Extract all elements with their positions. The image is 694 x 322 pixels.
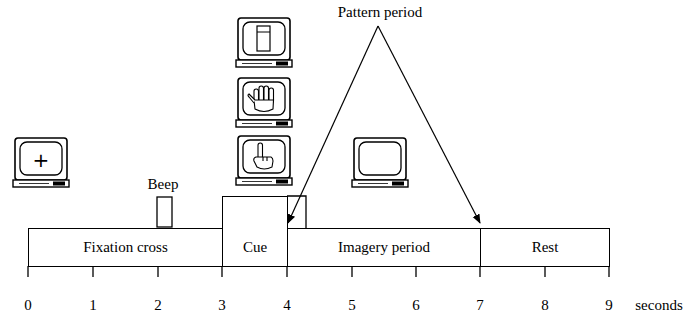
pattern-arrow [378,26,480,223]
monitor-icon [13,138,69,187]
axis-label: 9 [605,297,613,314]
monitor-icon [236,136,292,185]
axis-tick [351,266,352,277]
axis-tick [157,266,158,277]
axis-label: 4 [283,297,291,314]
axis-tick [286,266,287,277]
axis-label: 5 [348,297,356,314]
axis-tick [221,266,222,277]
timeline-segment: Fixation cross [28,228,223,267]
axis-label: seconds [635,297,683,314]
axis-label: 7 [476,297,484,314]
segment-label: Cue [243,239,267,256]
timeline-segment: Imagery period [287,228,481,267]
axis-tick [92,266,93,277]
timeline-segment: Cue [222,196,288,267]
axis-tick [27,266,28,277]
axis-tick [479,266,480,277]
monitor-icon [352,138,408,187]
axis-label: 3 [218,297,226,314]
event-label: Beep [148,176,179,193]
axis-label: 1 [89,297,97,314]
segment-label: Rest [532,239,559,256]
illustration [13,18,609,277]
axis-label: 8 [541,297,549,314]
fixation-symbol: + [33,149,50,171]
beep-marker [157,197,172,227]
timeline-segment: Rest [480,228,610,267]
pattern-arrow [288,26,378,223]
segment-label: Fixation cross [83,239,168,256]
cue-extension [287,196,306,228]
axis-label: 2 [154,297,162,314]
axis-label: 0 [24,297,32,314]
period-label: Pattern period [338,4,423,21]
monitor-icon [236,78,292,127]
axis-tick [608,266,609,277]
axis-tick [544,266,545,277]
segment-label: Imagery period [338,239,430,256]
monitor-icon [236,18,292,67]
axis-label: 6 [412,297,420,314]
axis-tick [415,266,416,277]
